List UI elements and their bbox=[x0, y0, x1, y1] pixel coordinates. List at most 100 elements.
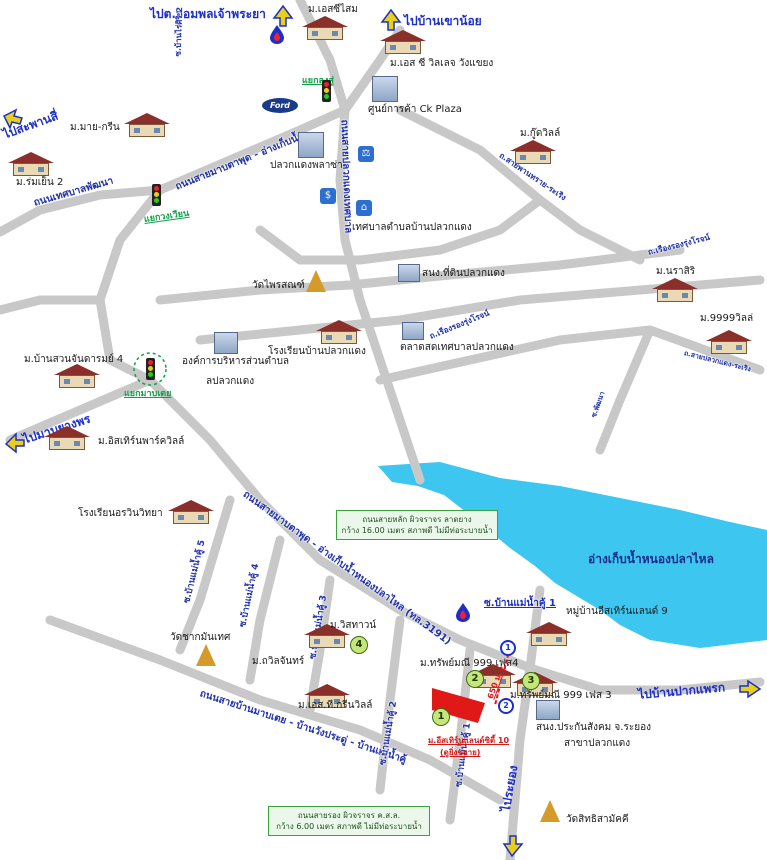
place-es-village: ม.เอส ซี วิลเลจ วังแขยง bbox=[390, 58, 494, 69]
government-icon: ⚖ bbox=[358, 146, 374, 162]
building-icon bbox=[214, 332, 238, 354]
place-market: ตลาดสดเทศบาลปลวกแดง bbox=[400, 342, 514, 353]
note-main-road-line-1: ถนนสายหลัก ผิวจราจร ลาดยาง bbox=[362, 515, 472, 524]
place-school-plaeng: โรงเรียนบ้านปลวกแดง bbox=[268, 346, 366, 357]
place-eastern-land: หมู่บ้านอีสเทิร์นแลนด์ 9 bbox=[566, 606, 668, 617]
pin-2: 2 bbox=[498, 698, 514, 714]
house-icon bbox=[706, 330, 752, 354]
building-icon bbox=[372, 76, 398, 102]
place-aor-bor-tor: องค์การบริหารส่วนตำบล bbox=[182, 356, 290, 367]
arrow-pakphraek bbox=[739, 679, 762, 699]
road-phatthana bbox=[595, 325, 655, 455]
building-icon bbox=[398, 264, 420, 282]
place-mai-green: ม.มาย-กรีน bbox=[70, 122, 120, 133]
direction-arrows bbox=[2, 4, 762, 858]
temple-icon bbox=[306, 270, 326, 292]
road-east-pakphraek bbox=[525, 663, 765, 695]
arrow-rayong bbox=[502, 835, 524, 858]
arrow-jomphon bbox=[272, 4, 294, 27]
traffic-light-icon bbox=[146, 358, 155, 380]
temple-icon bbox=[196, 644, 216, 666]
note-sub-road-line-2: กว้าง 6.00 เมตร สภาพดี ไม่มีท่อระบายน้ำ bbox=[276, 822, 422, 832]
road-label-rai-siri: ซ.บ้านไร่ศิริ 2 bbox=[173, 6, 185, 57]
note-main-road: ถนนสายหลัก ผิวจราจร ลาดยาง กว้าง 16.00 เ… bbox=[336, 510, 498, 541]
place-wisit-town: ม.วิสทาวน์ bbox=[330, 620, 377, 631]
road-label-soi-1-top: ซ.บ้านแม่น้ำคู้ 1 bbox=[484, 598, 557, 609]
house-icon bbox=[44, 426, 90, 450]
road-soi-4 bbox=[245, 535, 285, 685]
road-ban-maptadeua bbox=[45, 615, 505, 805]
house-icon bbox=[510, 140, 556, 164]
direction-jomphon: ไปต.จอมพลเจ้าพระยา bbox=[150, 7, 266, 21]
lake-nong-pla-lai bbox=[378, 462, 767, 648]
lake-label: อ่างเก็บน้ำหนองปลาไหล bbox=[588, 552, 714, 566]
road-to-yang-phon bbox=[5, 375, 155, 445]
place-sno-ti-din: สนง.ที่ดินปลวกแดง bbox=[422, 268, 505, 279]
house-icon bbox=[380, 30, 426, 54]
traffic-light-icon bbox=[322, 80, 331, 102]
place-wat-chak-man: วัดชากมันเทศ bbox=[170, 632, 231, 643]
place-ban-suan-chan: ม.บ้านสวนจันดารมย์ 4 bbox=[24, 354, 124, 365]
house-icon bbox=[302, 16, 348, 40]
arrow-saphan-si bbox=[2, 108, 23, 130]
traffic-light-icon bbox=[152, 184, 161, 206]
house-icon bbox=[304, 624, 350, 648]
place-sap-mani-3: ม.ทรัพย์มณี 999 เฟส 3 bbox=[510, 690, 612, 701]
road-mabtaphut-lake bbox=[145, 375, 535, 673]
place-taweechan: ม.ถวิลจันทร์ bbox=[252, 656, 305, 667]
junction-maptadeua: แยกมาบเตย bbox=[124, 389, 172, 399]
school-icon bbox=[168, 500, 214, 524]
note-main-road-line-2: กว้าง 16.00 เมตร สภาพดี ไม่มีท่อระบายน้ำ bbox=[341, 526, 493, 536]
house-icon bbox=[304, 684, 350, 708]
place-hiservin-park: ม.อิสเทิร์นพาร์ควิลล์ bbox=[98, 436, 185, 447]
ford-logo: Ford bbox=[262, 98, 298, 113]
arrow-yang-phon bbox=[4, 432, 25, 454]
place-social-security: สนง.ประกันสังคม จ.ระยอง bbox=[536, 722, 651, 733]
road-soi-2 bbox=[375, 615, 405, 795]
direction-khao-noi: ไปบ้านเขาน้อย bbox=[404, 14, 482, 28]
road-east-diag bbox=[375, 325, 765, 385]
road-main-north-south bbox=[335, 105, 425, 485]
marker-4: 4 bbox=[350, 636, 368, 654]
house-icon bbox=[124, 113, 170, 137]
junction-circle bbox=[133, 352, 167, 386]
place-social-security-2: สาขาปลวกแดง bbox=[564, 738, 631, 749]
road-soi-5 bbox=[175, 495, 235, 655]
school-icon bbox=[316, 320, 362, 344]
house-icon bbox=[652, 278, 698, 302]
pin-1: 1 bbox=[500, 640, 516, 656]
bank-icon: $ bbox=[320, 188, 336, 204]
building-icon bbox=[298, 132, 324, 158]
house-icon bbox=[526, 622, 572, 646]
place-wat-phrai-son: วัดไพรสณฑ์ bbox=[252, 280, 305, 291]
place-plaeng-plaza: ปลวกแดงพลาซ่า bbox=[270, 160, 343, 171]
gas-station-icon bbox=[456, 603, 470, 622]
road-ring-center bbox=[255, 195, 545, 265]
place-romyen: ม.ร่มเย็น 2 bbox=[16, 177, 64, 188]
house-icon bbox=[54, 364, 100, 388]
place-wat-sitthi: วัดสิทธิสามัคคี bbox=[566, 814, 629, 825]
note-sub-road-line-1: ถนนสายรอง ผิวจราจร ค.ส.ล. bbox=[297, 811, 401, 820]
place-es-siam: ม.เอสซีไสม bbox=[308, 4, 358, 15]
building-icon bbox=[536, 700, 560, 720]
marker-1: 1 bbox=[432, 708, 450, 726]
junction-sam-yaek: แยกลงสู่ bbox=[302, 76, 334, 86]
place-goodville: ม.กู๊ดวิลล์ bbox=[520, 128, 561, 139]
place-sap-mani-4: ม.ทรัพย์มณี 999 เฟส4 bbox=[420, 658, 519, 669]
building-icon bbox=[402, 322, 424, 340]
route-line bbox=[494, 647, 511, 706]
note-sub-road: ถนนสายรอง ผิวจราจร ค.ส.ล. กว้าง 6.00 เมต… bbox=[268, 806, 430, 837]
temple-icon bbox=[540, 800, 560, 822]
marker-2: 2 bbox=[466, 670, 484, 688]
place-school-wor-win: โรงเรียนอรวินวิทยา bbox=[78, 508, 163, 519]
place-ck-plaza: ศูนย์การค้า Ck Plaza bbox=[368, 104, 462, 115]
road-west-lower bbox=[0, 295, 105, 315]
project-label: ม.อีสเทิร์นแลนด์ซิตี้ 10 bbox=[428, 736, 510, 745]
place-narasiri: ม.นราสิริ bbox=[656, 266, 696, 277]
place-aor-bor-tor-2: ลปลวกแดง bbox=[206, 376, 255, 387]
municipal-icon: ⌂ bbox=[356, 200, 372, 216]
marker-3: 3 bbox=[522, 672, 540, 690]
place-es-green: ม.เอส.ที.กรีนวิลล์ bbox=[298, 700, 373, 711]
project-plot bbox=[432, 688, 485, 723]
